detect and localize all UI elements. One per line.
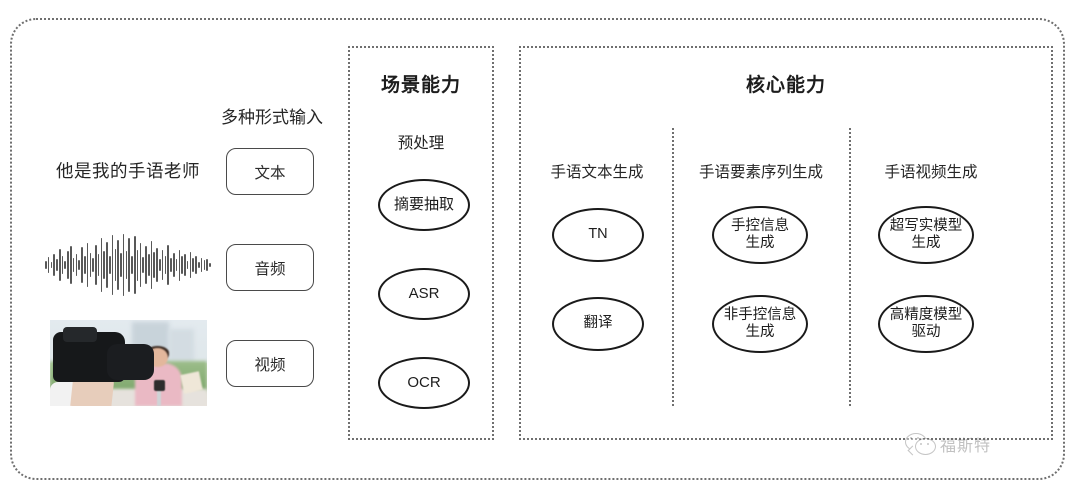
node-ocr[interactable]: OCR bbox=[378, 357, 470, 409]
scene-group-label: 预处理 bbox=[397, 135, 445, 152]
watermark-text: 福斯特 bbox=[940, 438, 992, 455]
scene-capability-panel: 场景能力 bbox=[348, 46, 494, 440]
node-hyperrealistic-model-generation[interactable]: 超写实模型 生成 bbox=[878, 206, 974, 264]
node-manual-info-generation[interactable]: 手控信息 生成 bbox=[712, 206, 808, 264]
node-asr[interactable]: ASR bbox=[378, 268, 470, 320]
node-manual-info-generation-line2: 生成 bbox=[745, 235, 775, 251]
core-column-label-text-generation: 手语文本生成 bbox=[550, 164, 644, 181]
core-column-divider-2 bbox=[849, 128, 851, 406]
core-column-divider-1 bbox=[672, 128, 674, 406]
node-hyperrealistic-model-generation-line1: 超写实模型 bbox=[889, 217, 963, 234]
input-section-heading: 多种形式输入 bbox=[221, 108, 323, 127]
modality-button-text[interactable]: 文本 bbox=[226, 148, 314, 195]
node-nonmanual-info-generation[interactable]: 非手控信息 生成 bbox=[712, 295, 808, 353]
node-hyperrealistic-model-generation-line2: 生成 bbox=[911, 235, 941, 251]
core-capability-title: 核心能力 bbox=[745, 75, 826, 96]
node-translation[interactable]: 翻译 bbox=[552, 297, 644, 351]
outer-frame bbox=[10, 18, 1065, 480]
core-column-label-video-generation: 手语视频生成 bbox=[884, 164, 978, 181]
scene-capability-title: 场景能力 bbox=[380, 75, 461, 96]
node-manual-info-generation-line1: 手控信息 bbox=[731, 217, 789, 234]
node-highprecision-model-driving[interactable]: 高精度模型 驱动 bbox=[878, 295, 974, 353]
node-highprecision-model-driving-line2: 驱动 bbox=[911, 324, 941, 340]
node-highprecision-model-driving-line1: 高精度模型 bbox=[889, 306, 963, 323]
video-thumbnail bbox=[50, 320, 207, 406]
core-column-label-element-sequence: 手语要素序列生成 bbox=[698, 164, 823, 181]
wechat-icon bbox=[905, 433, 936, 455]
node-tn[interactable]: TN bbox=[552, 208, 644, 262]
core-capability-panel: 核心能力 bbox=[519, 46, 1053, 440]
node-nonmanual-info-generation-line1: 非手控信息 bbox=[723, 306, 797, 323]
node-summary-extraction[interactable]: 摘要抽取 bbox=[378, 179, 470, 231]
waveform-icon bbox=[45, 234, 211, 296]
modality-button-video[interactable]: 视频 bbox=[226, 340, 314, 387]
watermark: 福斯特 bbox=[905, 432, 991, 456]
modality-button-audio[interactable]: 音频 bbox=[226, 244, 314, 291]
node-nonmanual-info-generation-line2: 生成 bbox=[745, 324, 775, 340]
input-sample-sentence: 他是我的手语老师 bbox=[56, 161, 200, 181]
